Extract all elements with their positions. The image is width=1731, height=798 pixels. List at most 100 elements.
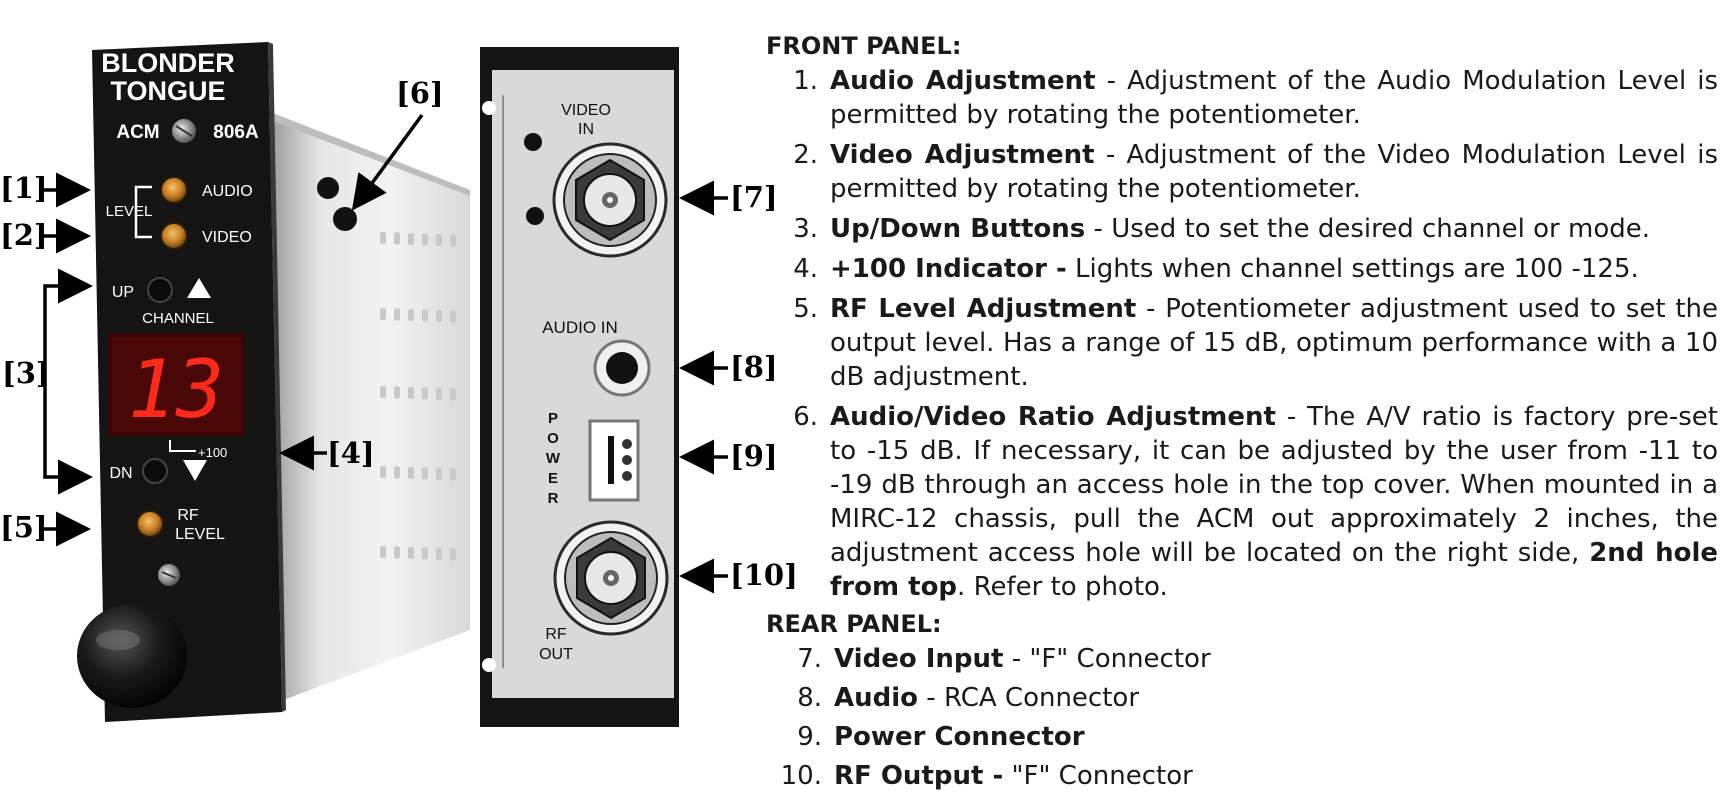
video-in-label-1: VIDEO <box>561 102 611 119</box>
plus100-bracket <box>169 440 196 452</box>
chassis-side <box>270 112 470 705</box>
vent-slot <box>380 232 386 244</box>
up-button[interactable] <box>147 277 173 303</box>
callout-10: [10] <box>730 558 798 592</box>
list-item: 7. Video Input - "F" Connector <box>766 642 1718 676</box>
brand-line-2: TONGUE <box>110 76 225 106</box>
screw-slot <box>175 125 193 137</box>
vent-slot <box>394 232 400 245</box>
item-description: Lights when channel settings are 100 -12… <box>1066 254 1639 284</box>
vent-slot <box>380 386 386 398</box>
callout-3: [3] <box>2 356 50 390</box>
list-item: 9. Power Connector <box>766 720 1718 754</box>
rear-panel-list: 7. Video Input - "F" Connector 8. Audio … <box>766 642 1718 793</box>
vent-slot <box>408 547 414 559</box>
video-in-label-2: IN <box>578 121 594 138</box>
dn-label: DN <box>109 465 132 482</box>
item-term: +100 Indicator - <box>830 254 1067 284</box>
item-term: Video Adjustment <box>830 140 1095 170</box>
channel-display-value: 13 <box>128 343 224 436</box>
faceplate-edge <box>268 42 286 712</box>
rf-level-potentiometer[interactable] <box>136 510 164 538</box>
rf-level-label: LEVEL <box>175 526 225 543</box>
item-description: - Potentiometer adjustment used to set t… <box>830 294 1719 392</box>
vent-slot <box>450 548 456 561</box>
callout-4: [4] <box>327 436 375 470</box>
vent-slot <box>422 547 428 560</box>
rear-notch <box>482 658 496 672</box>
item-description: - Adjustment of the Audio Modulation Lev… <box>830 66 1718 130</box>
video-potentiometer[interactable] <box>160 222 188 250</box>
callout-5: [5] <box>0 510 48 544</box>
screw-slot <box>161 571 177 579</box>
list-item: 10. RF Output - "F" Connector <box>766 759 1718 793</box>
item-term: Power Connector <box>834 722 1085 752</box>
vent-slot <box>450 468 456 481</box>
channel-label: CHANNEL <box>142 310 214 327</box>
rf-out-f-connector[interactable] <box>553 520 669 636</box>
item-number: 5. <box>793 294 818 324</box>
callouts: [1] [2] [3] [4] [5] [6] [7] [8] [9] [10] <box>0 76 798 594</box>
vent-slot <box>380 308 386 320</box>
description-panel: FRONT PANEL: 1. Audio Adjustment - Adjus… <box>766 30 1718 798</box>
video-label: VIDEO <box>202 229 252 246</box>
model-number: 806A <box>213 122 259 143</box>
access-hole <box>333 207 357 231</box>
item-term: RF Output - <box>834 761 1004 791</box>
vent-slot <box>450 388 456 401</box>
item-term: Audio Adjustment <box>830 66 1096 96</box>
rear-panel-heading: REAR PANEL: <box>766 610 942 638</box>
vent-slot <box>436 234 442 246</box>
model-prefix: ACM <box>116 122 159 143</box>
pull-knob[interactable] <box>77 604 187 708</box>
vent-slot <box>450 234 456 247</box>
rear-notch <box>482 101 496 115</box>
item-number: 3. <box>793 214 818 244</box>
svg-text:W: W <box>546 450 561 467</box>
vent-slot <box>394 466 400 479</box>
item-description: "F" Connector <box>1003 761 1193 791</box>
item-description: - The A/V ratio is factory pre-set to -1… <box>830 402 1718 568</box>
power-label: P O W E R <box>546 410 561 507</box>
svg-text:R: R <box>548 490 559 507</box>
vent-slot <box>450 310 456 323</box>
callout-9: [9] <box>730 439 778 473</box>
up-triangle-icon <box>187 278 211 298</box>
video-in-f-connector[interactable] <box>552 142 668 258</box>
down-button[interactable] <box>142 458 168 484</box>
vent-slot <box>380 466 386 478</box>
rf-out-label-2: OUT <box>539 646 573 663</box>
list-item: 3. Up/Down Buttons - Used to set the des… <box>766 212 1718 246</box>
rear-hole <box>526 207 544 225</box>
vent-slot <box>394 546 400 559</box>
callout-8: [8] <box>730 350 778 384</box>
audio-potentiometer[interactable] <box>160 176 188 204</box>
item-number: 7. <box>797 644 822 674</box>
rear-hole <box>524 133 542 151</box>
vent-slot <box>422 233 428 246</box>
list-item: 6. Audio/Video Ratio Adjustment - The A/… <box>766 400 1718 604</box>
list-item: 5. RF Level Adjustment - Potentiometer a… <box>766 292 1718 394</box>
power-connector[interactable] <box>588 419 640 502</box>
list-item: 4. +100 Indicator - Lights when channel … <box>766 252 1718 286</box>
audio-in-rca-jack[interactable] <box>593 339 651 397</box>
callout-1: [1] <box>0 171 48 205</box>
item-number: 2. <box>793 140 818 170</box>
item-term: Up/Down Buttons <box>830 214 1086 244</box>
svg-text:P: P <box>548 410 558 427</box>
audio-in-label: AUDIO IN <box>542 318 618 337</box>
callout-3-bracket <box>43 284 84 479</box>
access-hole <box>317 177 339 199</box>
item-number: 4. <box>793 254 818 284</box>
list-item: 2. Video Adjustment - Adjustment of the … <box>766 138 1718 206</box>
rf-label: RF <box>177 507 199 524</box>
item-term: Audio <box>834 683 919 713</box>
list-item: 8. Audio - RCA Connector <box>766 681 1718 715</box>
vent-slot <box>436 548 442 560</box>
vent-slot <box>422 309 428 322</box>
svg-text:O: O <box>547 430 559 447</box>
vent-slot <box>408 309 414 321</box>
front-panel-list: 1. Audio Adjustment - Adjustment of the … <box>766 64 1718 604</box>
item-term: Video Input <box>834 644 1004 674</box>
